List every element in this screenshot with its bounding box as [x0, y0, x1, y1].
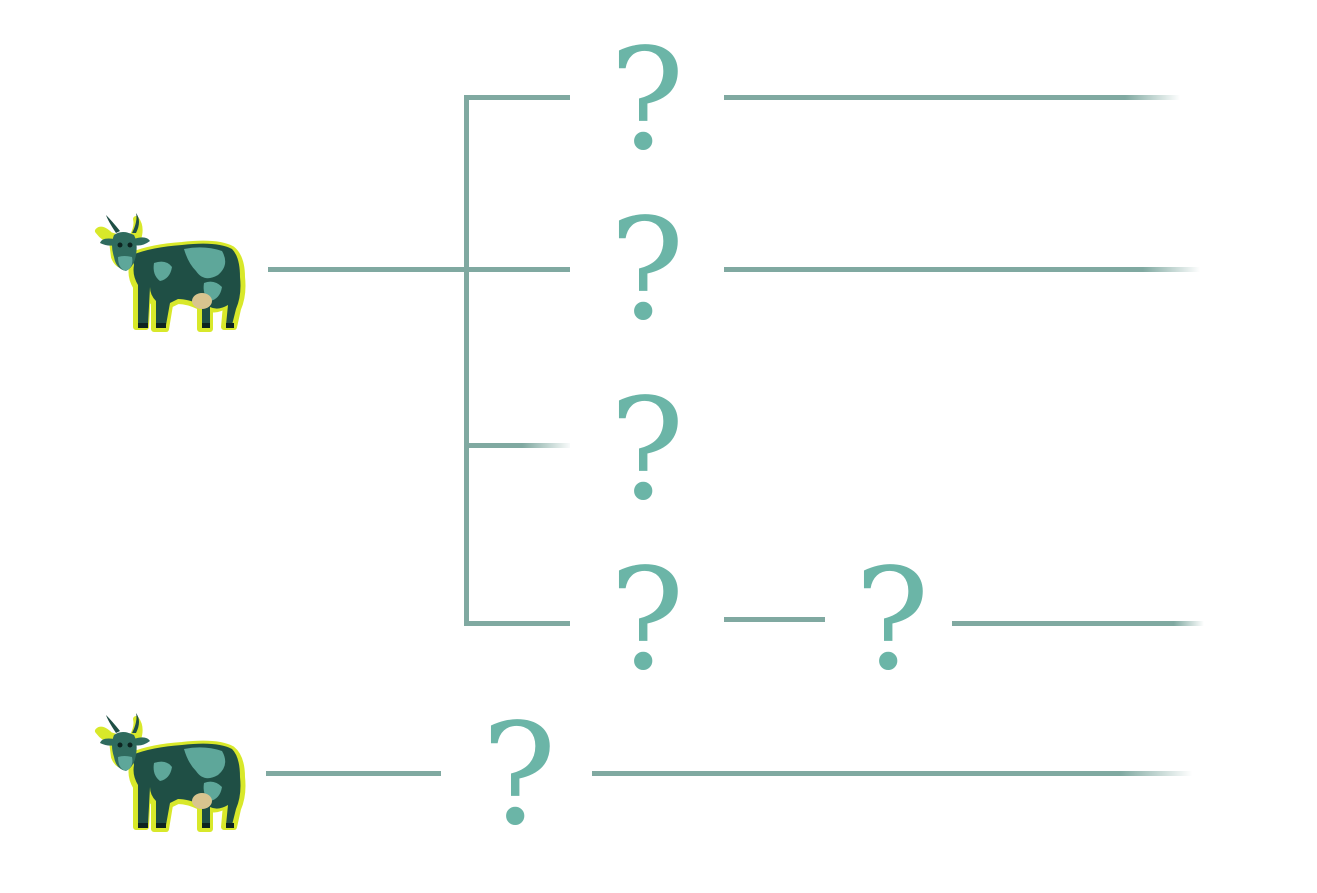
question-mark-5: ? [854, 539, 930, 702]
bracket-vertical [464, 95, 469, 626]
connector-cow2 [266, 771, 441, 776]
cow-icon [95, 713, 246, 832]
branch-2 [464, 267, 570, 272]
question-mark-1: ? [609, 19, 685, 182]
connector-cow1-stem [268, 267, 469, 272]
branch-4 [464, 621, 570, 626]
question-mark-3: ? [609, 369, 685, 532]
outgoing-line-1 [724, 95, 1180, 100]
outgoing-line-2 [724, 267, 1200, 272]
outgoing-line-6 [592, 771, 1192, 776]
question-mark-4: ? [609, 539, 685, 702]
question-mark-6: ? [481, 694, 557, 857]
branch-3 [464, 443, 570, 448]
cow-icon [95, 213, 246, 332]
branch-1 [464, 95, 570, 100]
question-mark-2: ? [609, 189, 685, 352]
outgoing-line-5 [952, 621, 1204, 626]
link-q4-to-q5 [724, 617, 825, 622]
